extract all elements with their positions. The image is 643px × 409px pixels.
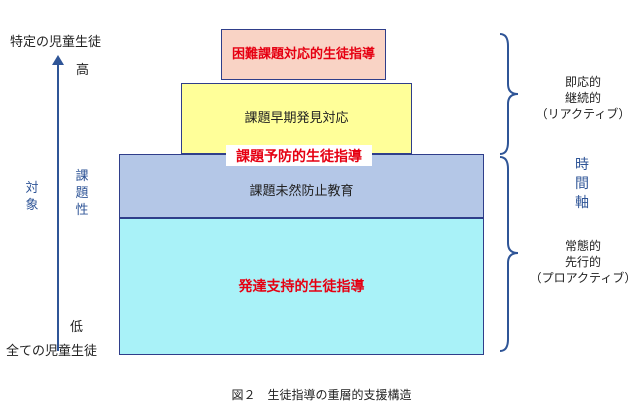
proactive-line-2: 先行的 [564,255,601,269]
proactive-line-1: 常態的 [564,239,601,253]
reactive-line-1: 即応的 [564,75,601,89]
vertical-axis-arrow [52,55,64,351]
tier-1-box: 困難課題対応的生徒指導 [221,29,386,80]
top-target-label: 特定の児童生徒 [10,35,102,50]
bottom-target-label: 全ての児童生徒 [6,344,98,359]
reactive-line-2: 継続的 [564,91,601,105]
tier-2-callout: 課題予防的生徒指導 [226,145,372,166]
lower-brace [499,156,519,352]
tier-2-callout-label: 課題予防的生徒指導 [236,148,362,165]
tier-3-label: 課題未然防止教育 [249,184,354,199]
tier-2-box: 課題早期発見対応 [181,83,412,154]
proactive-line-3: （プロアクティブ） [529,271,637,285]
tier-4-label: 発達支持的生徒指導 [238,278,365,295]
tier-2-label: 課題早期発見対応 [244,111,349,126]
figure-caption: 図２ 生徒指導の重層的支援構造 [231,388,412,402]
upper-brace [499,33,519,155]
reactive-line-3: （リアクティブ） [535,107,631,121]
time-axis-label: 時間軸 [575,157,589,211]
target-vertical-label: 対象 [25,181,39,213]
reactive-label: 即応的 継続的 （リアクティブ） [523,74,643,122]
tier-1-label: 困難課題対応的生徒指導 [231,47,375,62]
low-label: 低 [70,320,84,335]
tier-4-box: 発達支持的生徒指導 [119,218,484,355]
issue-vertical-label: 課題性 [75,169,89,218]
high-label: 高 [76,63,90,78]
proactive-label: 常態的 先行的 （プロアクティブ） [523,238,643,286]
